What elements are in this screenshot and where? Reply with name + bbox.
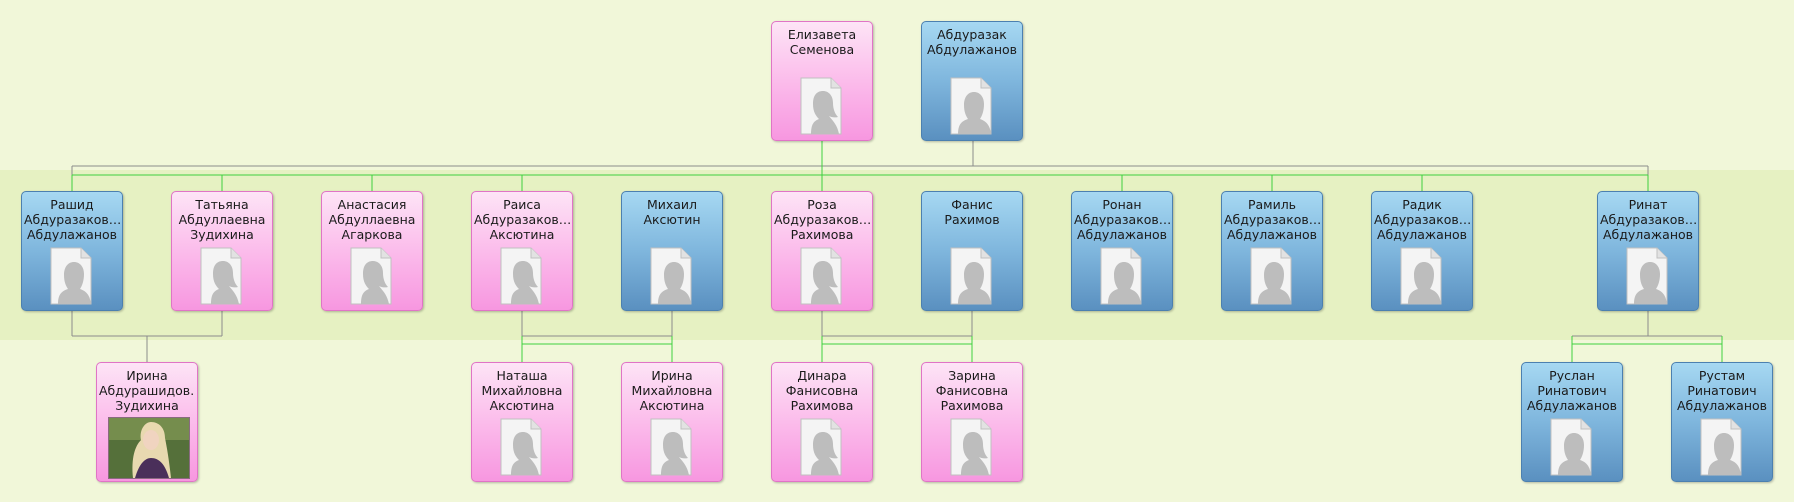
male-silhouette-icon <box>50 247 92 305</box>
person-name: Ринат Абдуразаков… Абдулажанов <box>1600 197 1696 242</box>
male-silhouette-icon <box>1100 247 1142 305</box>
person-name: Рустам Ринатович Абдулажанов <box>1676 368 1768 413</box>
person-name: Ирина Абдурашидов… Зудихина <box>99 368 195 413</box>
male-silhouette-icon <box>1550 418 1592 476</box>
person-name: Руслан Ринатович Абдулажанов <box>1526 368 1618 413</box>
person-card-fanis[interactable]: Фанис Рахимов <box>921 191 1023 311</box>
female-silhouette-icon <box>800 77 842 135</box>
person-name: Радик Абдуразаков… Абдулажанов <box>1374 197 1470 242</box>
female-silhouette-icon <box>800 418 842 476</box>
person-name: Рашид Абдуразаков… Абдулажанов <box>24 197 120 242</box>
male-silhouette-icon <box>1400 247 1442 305</box>
person-card-ramil[interactable]: Рамиль Абдуразаков… Абдулажанов <box>1221 191 1323 311</box>
person-card-zarina[interactable]: Зарина Фанисовна Рахимова <box>921 362 1023 482</box>
person-name: Анастасия Абдуллаевна Агаркова <box>328 197 416 242</box>
person-card-raisa[interactable]: Раиса Абдуразаков… Аксютина <box>471 191 573 311</box>
male-silhouette-icon <box>1700 418 1742 476</box>
person-card-tatyana[interactable]: Татьяна Абдуллаевна Зудихина <box>171 191 273 311</box>
person-name: Елизавета Семенова <box>787 27 857 57</box>
female-silhouette-icon <box>500 247 542 305</box>
person-card-ruslan[interactable]: Руслан Ринатович Абдулажанов <box>1521 362 1623 482</box>
person-name: Михаил Аксютин <box>643 197 701 227</box>
female-silhouette-icon <box>650 418 692 476</box>
person-photo <box>108 417 190 479</box>
female-silhouette-icon <box>200 247 242 305</box>
person-name: Абдуразак Абдулажанов <box>926 27 1018 57</box>
person-name: Динара Фанисовна Рахимова <box>785 368 859 413</box>
male-silhouette-icon <box>1250 247 1292 305</box>
person-card-rinat[interactable]: Ринат Абдуразаков… Абдулажанов <box>1597 191 1699 311</box>
portrait-photo-icon <box>109 418 189 478</box>
person-name: Ронан Абдуразаков… Абдулажанов <box>1074 197 1170 242</box>
generation-band <box>0 170 1794 340</box>
person-name: Ирина Михайловна Аксютина <box>631 368 713 413</box>
person-card-ronan[interactable]: Ронан Абдуразаков… Абдулажанов <box>1071 191 1173 311</box>
person-card-mikhail[interactable]: Михаил Аксютин <box>621 191 723 311</box>
person-name: Рамиль Абдуразаков… Абдулажанов <box>1224 197 1320 242</box>
person-card-irina-aksyutina[interactable]: Ирина Михайловна Аксютина <box>621 362 723 482</box>
person-card-radik[interactable]: Радик Абдуразаков… Абдулажанов <box>1371 191 1473 311</box>
person-card-abdurazak[interactable]: Абдуразак Абдулажанов <box>921 21 1023 141</box>
female-silhouette-icon <box>800 247 842 305</box>
person-name: Фанис Рахимов <box>944 197 1000 227</box>
person-card-irina-zudikhina[interactable]: Ирина Абдурашидов… Зудихина <box>96 362 198 482</box>
person-card-rashid[interactable]: Рашид Абдуразаков… Абдулажанов <box>21 191 123 311</box>
female-silhouette-icon <box>500 418 542 476</box>
person-name: Татьяна Абдуллаевна Зудихина <box>178 197 266 242</box>
person-card-roza[interactable]: Роза Абдуразаков… Рахимова <box>771 191 873 311</box>
person-card-rustam[interactable]: Рустам Ринатович Абдулажанов <box>1671 362 1773 482</box>
male-silhouette-icon <box>950 77 992 135</box>
person-name: Раиса Абдуразаков… Аксютина <box>474 197 570 242</box>
person-name: Роза Абдуразаков… Рахимова <box>774 197 870 242</box>
person-card-natasha[interactable]: Наташа Михайловна Аксютина <box>471 362 573 482</box>
person-name: Наташа Михайловна Аксютина <box>481 368 563 413</box>
person-name: Зарина Фанисовна Рахимова <box>935 368 1009 413</box>
person-card-anastasia[interactable]: Анастасия Абдуллаевна Агаркова <box>321 191 423 311</box>
female-silhouette-icon <box>950 418 992 476</box>
male-silhouette-icon <box>1626 247 1668 305</box>
person-card-elizaveta[interactable]: Елизавета Семенова <box>771 21 873 141</box>
person-card-dinara[interactable]: Динара Фанисовна Рахимова <box>771 362 873 482</box>
male-silhouette-icon <box>650 247 692 305</box>
female-silhouette-icon <box>350 247 392 305</box>
male-silhouette-icon <box>950 247 992 305</box>
